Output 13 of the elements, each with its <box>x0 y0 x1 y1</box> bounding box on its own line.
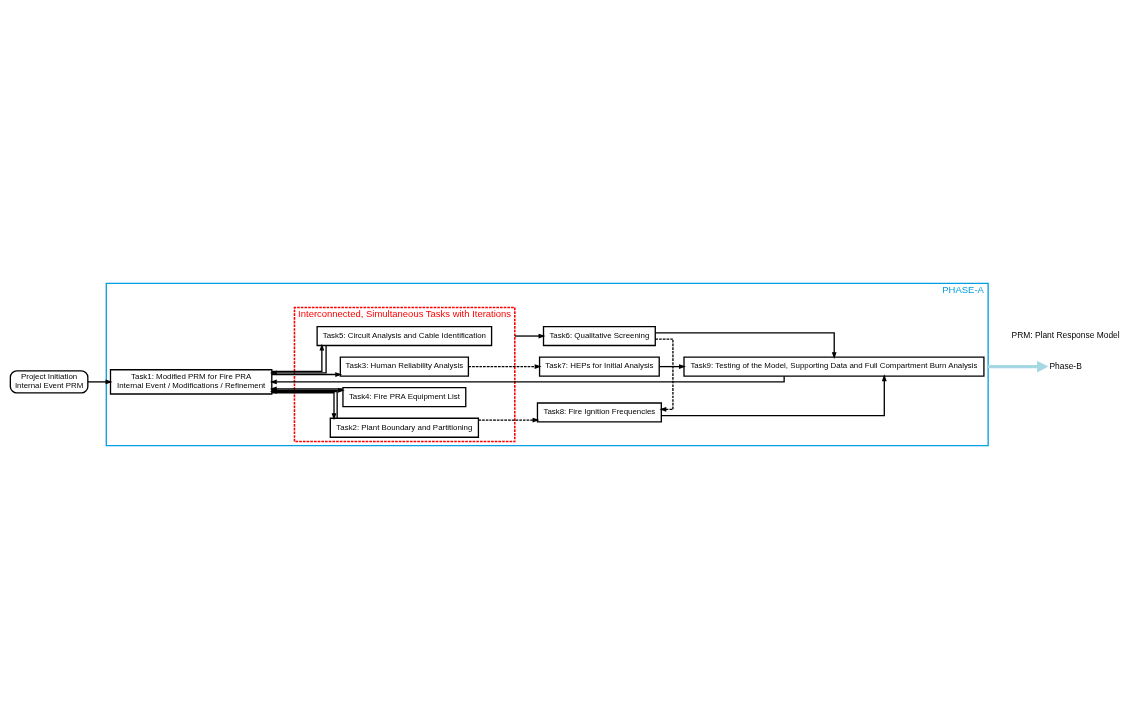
arrow <box>654 331 837 359</box>
node-text: Phase-B <box>1049 360 1082 371</box>
arrow <box>467 363 542 369</box>
arrow <box>269 375 785 384</box>
arrow <box>988 360 1049 373</box>
arrow <box>514 333 546 338</box>
arrow <box>654 338 674 412</box>
arrow <box>660 373 887 416</box>
arrow <box>271 371 343 377</box>
label: PRM: Plant Response Model <box>1011 329 1120 340</box>
arrow <box>87 379 113 384</box>
arrow <box>658 363 686 369</box>
arrow <box>477 417 540 423</box>
